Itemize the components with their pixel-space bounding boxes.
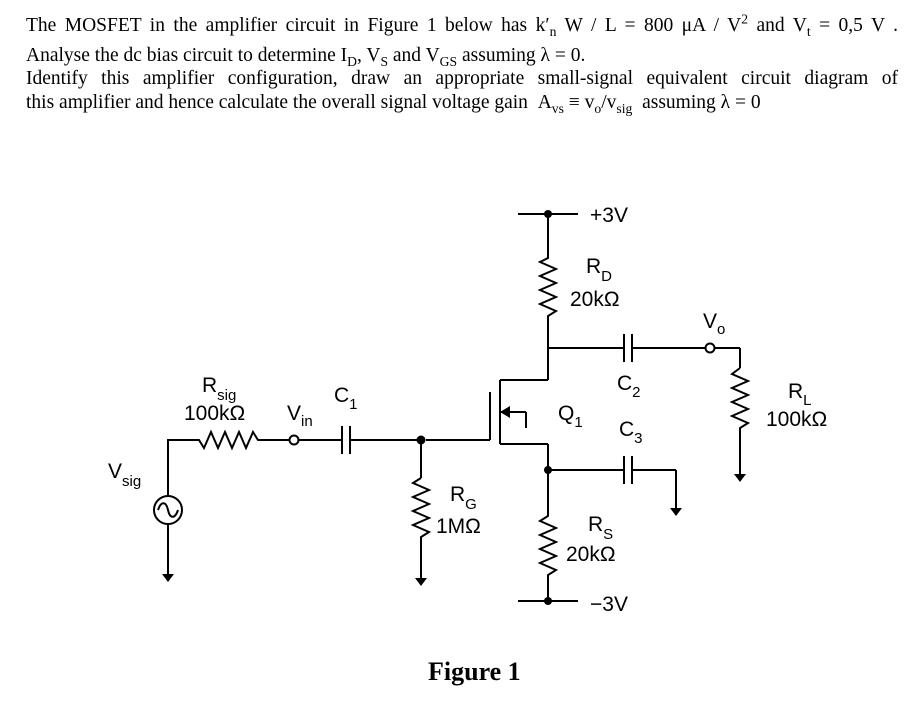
problem-statement: The MOSFET in the amplifier circuit in F… bbox=[26, 11, 899, 116]
rs-value: 20kΩ bbox=[566, 543, 616, 566]
vdd-label: +3V bbox=[590, 204, 628, 227]
rl-resistor bbox=[714, 347, 751, 482]
rd-resistor bbox=[537, 252, 559, 318]
vo-label: Vo bbox=[703, 310, 725, 338]
vsig-label: Vsig bbox=[108, 460, 141, 490]
rl-value: 100kΩ bbox=[766, 408, 827, 431]
rd-label: RD bbox=[586, 255, 612, 285]
rsig-label: Rsig bbox=[202, 374, 236, 404]
vsig-source bbox=[153, 495, 183, 582]
c1-label: C1 bbox=[334, 384, 358, 413]
vss-label: −3V bbox=[590, 593, 628, 616]
q1-label: Q1 bbox=[558, 402, 583, 431]
gate-node bbox=[410, 435, 432, 586]
rg-value: 1MΩ bbox=[436, 515, 481, 538]
source-node bbox=[544, 456, 682, 516]
problem-line-3: Identify this amplifier configuration, d… bbox=[26, 68, 898, 89]
c1-capacitor bbox=[288, 426, 421, 454]
c3-label: C3 bbox=[619, 418, 643, 447]
rsig-value: 100kΩ bbox=[184, 402, 245, 425]
drain-node bbox=[547, 318, 716, 380]
rd-value: 20kΩ bbox=[570, 288, 620, 311]
problem-line-4: this amplifier and hence calculate the o… bbox=[26, 91, 761, 116]
problem-line-1: The MOSFET in the amplifier circuit in F… bbox=[26, 11, 899, 39]
problem-line-2: Analyse the dc bias circuit to determine… bbox=[26, 44, 586, 69]
rs-resistor bbox=[537, 510, 559, 600]
figure-caption: Figure 1 bbox=[428, 657, 521, 686]
vss-rail bbox=[518, 597, 578, 605]
rs-label: RS bbox=[588, 513, 613, 543]
vin-label: Vin bbox=[287, 402, 313, 430]
rg-label: RG bbox=[450, 483, 477, 513]
rsig-resistor bbox=[167, 429, 290, 496]
vdd-rail bbox=[518, 210, 578, 252]
c2-label: C2 bbox=[617, 372, 641, 401]
mosfet-q1 bbox=[426, 379, 549, 510]
rl-label: RL bbox=[788, 380, 812, 409]
